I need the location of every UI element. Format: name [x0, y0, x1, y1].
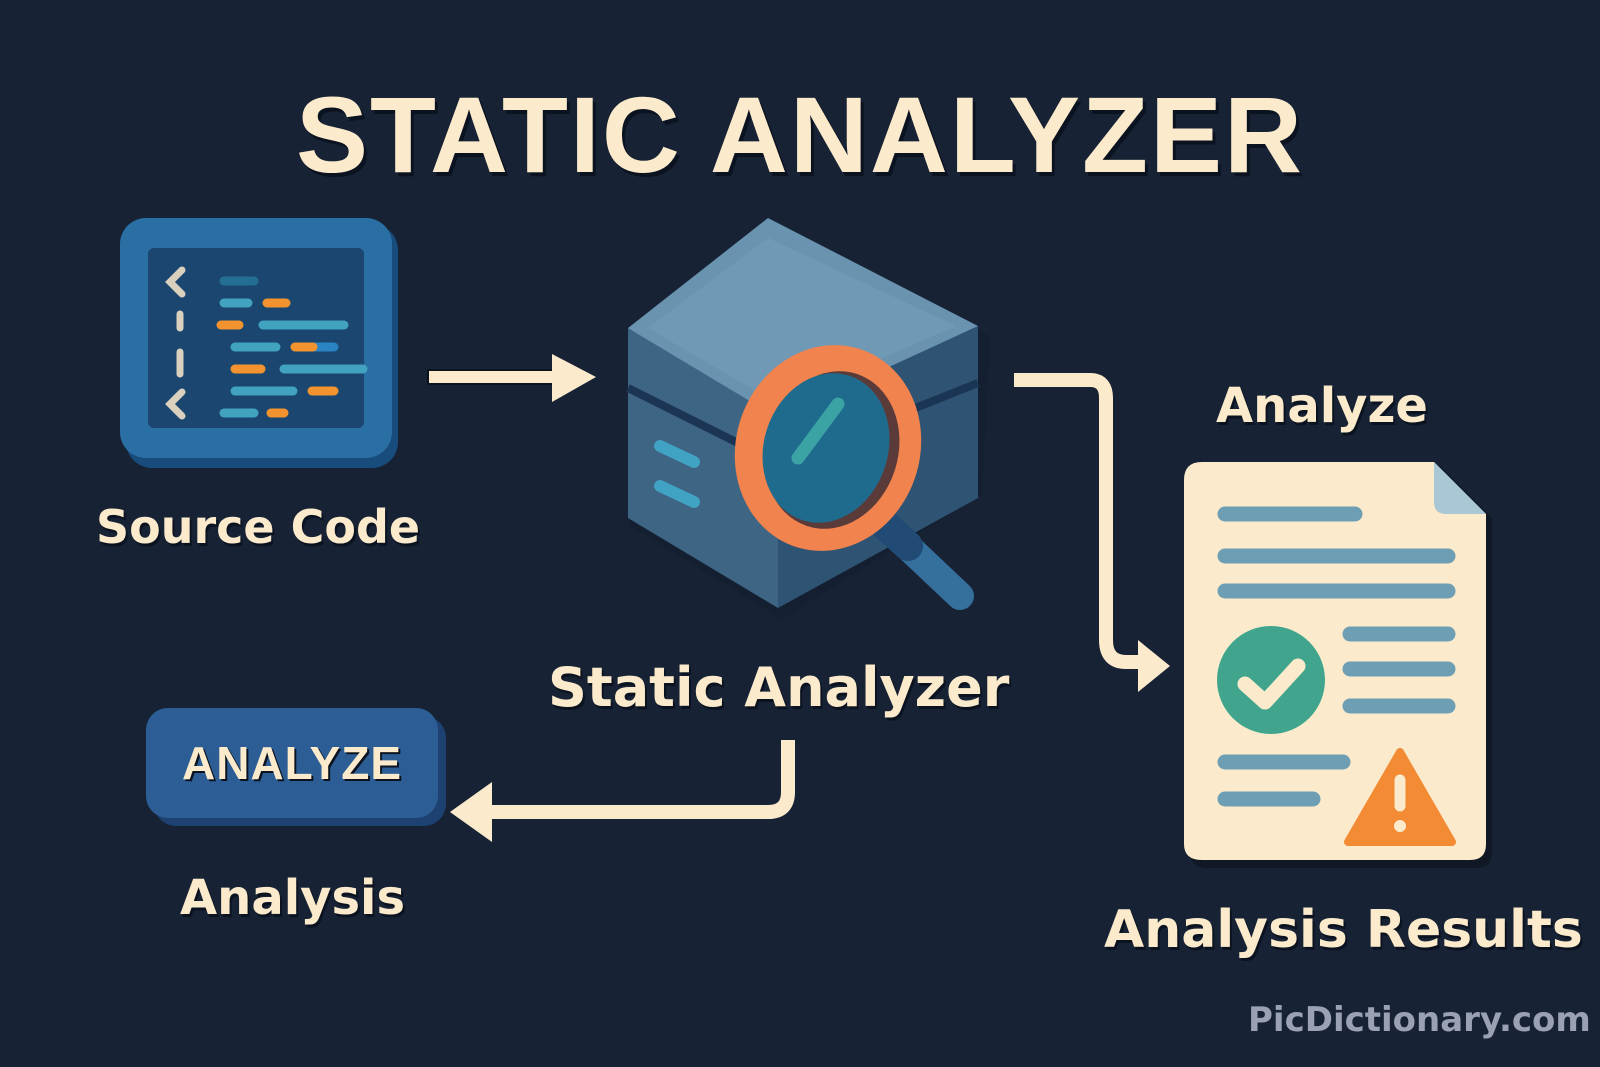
- static-analyzer-label: Static Analyzer: [548, 656, 1010, 719]
- arrow-elbow-down-right-icon: [1014, 373, 1170, 692]
- analysis-label: Analysis: [180, 870, 406, 926]
- watermark: PicDictionary.com: [1248, 1000, 1591, 1040]
- code-editor-icon: [120, 218, 398, 468]
- page-title: STATIC ANALYZER: [295, 74, 1304, 195]
- server-magnifier-icon: [626, 218, 990, 619]
- source-code-label: Source Code: [96, 500, 421, 554]
- arrow-right-icon: [427, 354, 596, 402]
- report-document-icon: [1184, 462, 1492, 868]
- analysis-results-label: Analysis Results: [1104, 900, 1583, 960]
- analyze-step-label: Analyze: [1216, 378, 1428, 434]
- arrow-elbow-left-icon: [450, 740, 795, 842]
- analyze-button[interactable]: ANALYZE: [146, 708, 438, 818]
